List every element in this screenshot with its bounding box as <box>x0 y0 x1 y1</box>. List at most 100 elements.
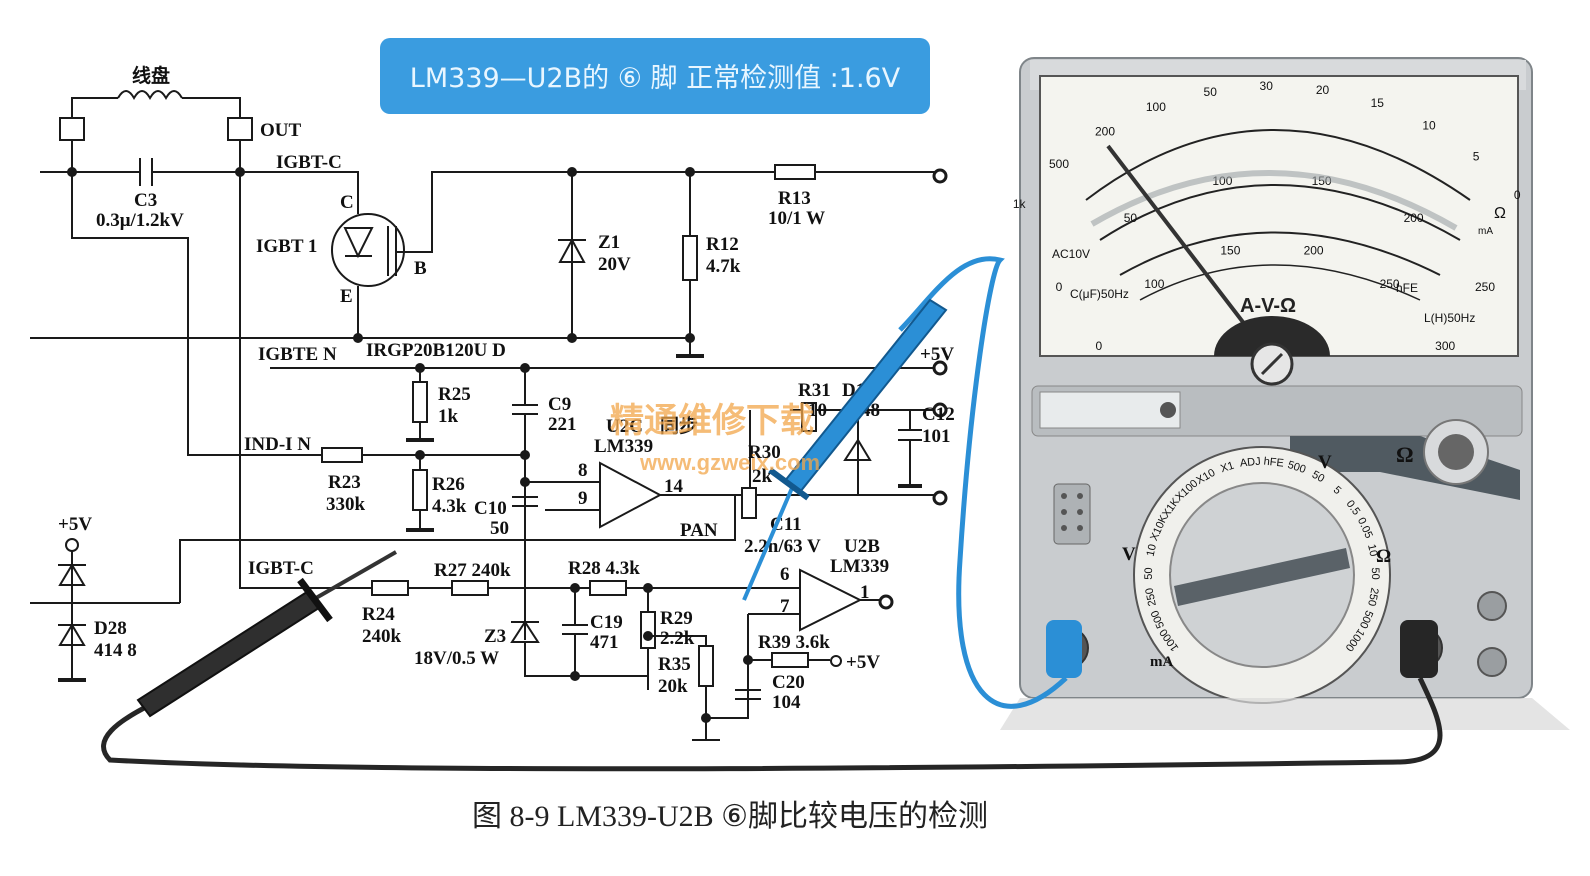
scale-title: A-V-Ω <box>1240 295 1296 317</box>
label-irgp: IRGP20B120U D <box>366 340 506 361</box>
range-v-label: V <box>1122 544 1136 565</box>
range-tick: 10 <box>1145 543 1159 558</box>
lower_ticks-tick: 100 <box>1144 277 1164 291</box>
label-r26-val: 4.3k <box>432 496 467 517</box>
range-tick: hFE <box>1263 456 1284 470</box>
label-c20-val: 104 <box>772 692 801 713</box>
label-c19: C19 <box>590 612 623 633</box>
lower_ticks-tick: 0 <box>1095 339 1102 353</box>
label-c3-val: 0.3μ/1.2kV <box>96 210 184 231</box>
hfe-socket[interactable] <box>1053 483 1091 545</box>
label-c10: C10 <box>474 498 507 519</box>
label-r31-val: 10 <box>808 400 827 421</box>
lower_ticks-tick: 300 <box>1435 339 1455 353</box>
label-c: C <box>340 192 354 213</box>
title-banner <box>380 38 930 114</box>
ohm_ticks-tick: 20 <box>1316 83 1330 97</box>
lh-scale-label: L(H)50Hz <box>1424 311 1475 325</box>
schematic-wires <box>30 90 948 741</box>
ohm_ticks-tick: 5 <box>1473 150 1480 164</box>
label-plus5v-a: +5V <box>920 344 954 365</box>
label-r35-val: 20k <box>658 676 688 697</box>
label-pin14: 14 <box>664 476 684 497</box>
ohm_ticks-tick: 50 <box>1204 85 1218 99</box>
ma-unit: mA <box>1478 226 1493 237</box>
ohm_ticks-tick: 100 <box>1146 100 1166 114</box>
label-u2b: U2B <box>844 536 880 557</box>
label-sync: 同步 <box>660 415 698 437</box>
label-r25-val: 1k <box>438 406 459 427</box>
label-r28: R28 4.3k <box>568 558 640 579</box>
red-probe-plug[interactable] <box>1046 620 1082 678</box>
label-r23-val: 330k <box>326 494 366 515</box>
range-tick: 250 <box>1365 587 1380 607</box>
range-tick: 10 <box>1365 543 1379 558</box>
label-z1: Z1 <box>598 232 620 253</box>
range-tick: 50 <box>1369 567 1381 579</box>
range-tick: 500 <box>1286 459 1307 476</box>
label-pin6: 6 <box>780 564 790 585</box>
ohm_ticks-tick: 0 <box>1514 188 1521 202</box>
label-z1-val: 20V <box>598 254 631 275</box>
range-v2-label: V <box>1318 452 1332 473</box>
test-leads <box>101 256 1443 772</box>
label-r25: R25 <box>438 384 471 405</box>
label-r26: R26 <box>432 474 465 495</box>
label-c9: C9 <box>548 394 571 415</box>
hfe-label: hFE <box>1396 281 1418 295</box>
knob-omega: Ω <box>1396 442 1414 467</box>
ohm_ticks-tick: 200 <box>1095 124 1115 138</box>
label-u2c: U2C <box>606 416 643 437</box>
label-r27: R27 240k <box>434 560 511 581</box>
label-out: OUT <box>260 120 302 141</box>
label-b: B <box>414 258 427 279</box>
dcv_ticks-tick: 250 <box>1475 280 1495 294</box>
label-c11-val: 2.2n/63 V <box>744 536 821 557</box>
range-tick: 50 <box>1310 469 1327 486</box>
ohm_ticks-tick: 10 <box>1422 119 1436 133</box>
range-tick: X1 <box>1219 460 1236 476</box>
label-c10-val: 50 <box>490 518 509 539</box>
label-igbt1: IGBT 1 <box>256 236 317 257</box>
black-probe-plug[interactable] <box>1400 620 1438 678</box>
lower_ticks-tick: 250 <box>1380 277 1400 291</box>
range-tick: ADJ <box>1239 456 1261 470</box>
banner-text: LM339—U2B的 ⑥ 脚 正常检测值 :1.6V <box>410 63 901 94</box>
label-c3: C3 <box>134 190 157 211</box>
cap-scale-label: C(μF)50Hz <box>1070 287 1129 301</box>
label-c9-val: 221 <box>548 414 577 435</box>
dcv_ticks-tick: 0 <box>1056 280 1063 294</box>
label-d28: D28 <box>94 618 127 639</box>
label-r35: R35 <box>658 654 691 675</box>
label-c12: C12 <box>922 404 955 425</box>
label-lm339-b: LM339 <box>830 556 889 577</box>
label-pan: PAN <box>680 520 718 541</box>
label-r30-val: 2k <box>752 466 773 487</box>
label-pin1: 1 <box>860 582 870 603</box>
range-selector-knob[interactable] <box>1174 548 1350 606</box>
label-c12-val: 101 <box>922 426 951 447</box>
label-r29-val: 2.2k <box>660 628 695 649</box>
ohm_ticks-tick: 30 <box>1260 79 1274 93</box>
label-z3-val: 18V/0.5 W <box>414 648 499 669</box>
label-r31: R31 <box>798 380 831 401</box>
dcv_ticks-tick: 200 <box>1404 211 1424 225</box>
junction-dots <box>67 167 863 723</box>
ohm-symbol: Ω <box>1494 205 1506 222</box>
jack-right-top[interactable] <box>1477 591 1507 621</box>
label-plus5v-b: +5V <box>846 652 880 673</box>
label-r39: R39 3.6k <box>758 632 830 653</box>
dcv_ticks-tick: 50 <box>1124 211 1138 225</box>
jack-right-bottom[interactable] <box>1477 647 1507 677</box>
label-indin: IND-I N <box>244 434 311 455</box>
watermark-url: www.gzweix.com <box>639 450 820 475</box>
label-r29: R29 <box>660 608 693 629</box>
label-igbt-c-top: IGBT-C <box>276 152 342 173</box>
red-probe <box>742 298 948 601</box>
range-ohm-label: Ω <box>1376 546 1391 567</box>
label-r24: R24 <box>362 604 395 625</box>
